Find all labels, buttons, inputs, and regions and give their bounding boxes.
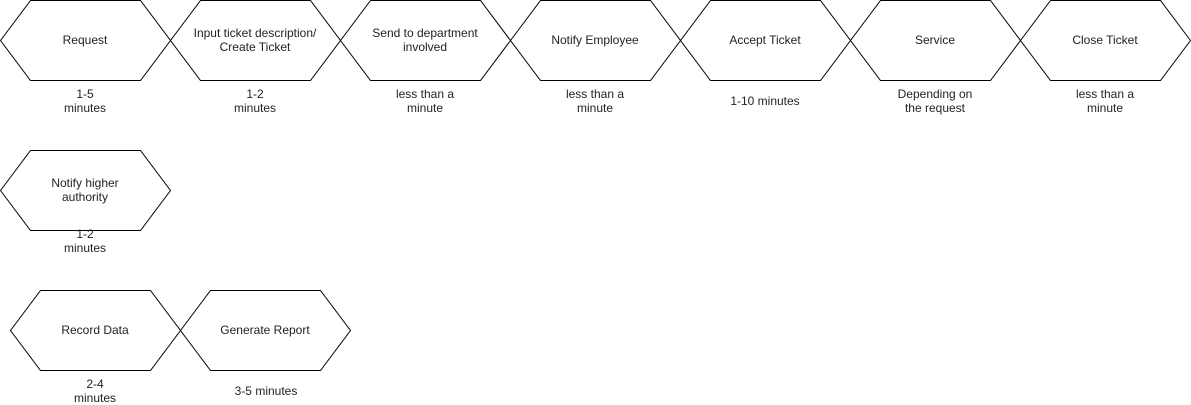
step-record-data-label: Record Data — [61, 323, 129, 337]
step-close-ticket-duration: less than a minute — [1075, 87, 1135, 115]
step-accept-ticket-label: Accept Ticket — [729, 33, 801, 47]
step-send-department-label: Send to department involved — [372, 26, 478, 54]
step-notify-higher-authority-hexagon — [0, 150, 172, 231]
step-notify-employee-label: Notify Employee — [551, 33, 639, 47]
step-send-department-duration: less than a minute — [395, 87, 455, 115]
step-request-duration: 1-5 minutes — [63, 87, 107, 115]
step-notify-higher-authority-label: Notify higher authority — [51, 176, 119, 204]
step-input-ticket-duration: 1-2 minutes — [233, 87, 277, 115]
step-accept-ticket-duration: 1-10 minutes — [730, 94, 800, 108]
step-input-ticket-label: Input ticket description/ Create Ticket — [193, 26, 317, 54]
step-service-duration: Depending on the request — [897, 87, 973, 115]
step-request-label: Request — [62, 33, 108, 47]
step-generate-report-hexagon — [179, 290, 352, 371]
step-record-data-duration: 2-4 minutes — [73, 377, 117, 405]
step-generate-report-label: Generate Report — [220, 323, 310, 337]
step-notify-employee-duration: less than a minute — [565, 87, 625, 115]
step-service-label: Service — [914, 33, 955, 47]
step-notify-higher-authority-duration: 1-2 minutes — [63, 227, 107, 255]
step-close-ticket-label: Close Ticket — [1072, 33, 1138, 47]
step-generate-report-duration: 3-5 minutes — [234, 384, 298, 398]
